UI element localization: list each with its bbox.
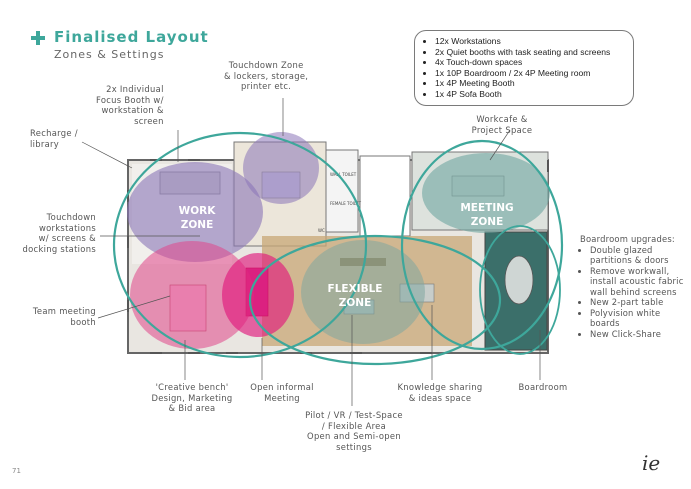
plan-toilet-block — [325, 149, 359, 233]
upgrade-item: Double glazed partitions & doors — [590, 245, 688, 266]
summary-item: 12x Workstations — [435, 36, 625, 47]
plan-label-female-toilet: FEMALE TOILET — [330, 201, 362, 206]
plan-label-wc: WC — [318, 228, 325, 233]
summary-item: 1x 4P Meeting Booth — [435, 78, 625, 89]
plan-stair — [359, 155, 411, 237]
callout-boardroom: Boardroom — [518, 382, 568, 392]
callout-focus-booth: 2x Individual Focus Booth w/ workstation… — [96, 84, 164, 126]
callout-team-meeting: Team meeting booth — [32, 306, 96, 327]
open-meeting-zone — [222, 253, 294, 337]
plan-label-wall-toilet: WALL TOILET — [330, 172, 357, 177]
page-subtitle: Zones & Settings — [54, 48, 165, 61]
upgrade-item: New Click-Share — [590, 329, 688, 340]
callout-open-informal: Open informal Meeting — [250, 382, 314, 403]
callout-pilot: Pilot / VR / Test-Space / Flexible Area … — [305, 410, 403, 452]
flexible-zone-title-2: ZONE — [339, 297, 372, 309]
plus-icon — [30, 30, 46, 46]
upgrade-item: New 2-part table — [590, 297, 688, 308]
summary-item: 1x 4P Sofa Booth — [435, 89, 625, 100]
summary-box: 12x Workstations 2x Quiet booths with ta… — [414, 30, 634, 106]
upgrade-item: Remove workwall, install acoustic fabric… — [590, 266, 688, 298]
leader-lines — [81, 98, 541, 406]
boardroom-upgrades: Boardroom upgrades: Double glazed partit… — [580, 234, 688, 339]
boardroom-outline — [479, 225, 561, 355]
callout-touchdown-zone: Touchdown Zone & lockers, storage, print… — [224, 60, 309, 91]
callout-creative-bench: 'Creative bench' Design, Marketing & Bid… — [151, 382, 233, 413]
logo-text: ie — [642, 452, 660, 474]
summary-item: 1x 10P Boardroom / 2x 4P Meeting room — [435, 68, 625, 79]
upgrade-item: Polyvision white boards — [590, 308, 688, 329]
boardroom-upgrades-heading: Boardroom upgrades: — [580, 234, 675, 244]
flexible-zone-outline — [248, 234, 502, 366]
flexible-zone-title-1: FLEXIBLE — [328, 283, 383, 295]
callout-touchdown-workstations: Touchdown workstations w/ screens & dock… — [22, 212, 96, 254]
ie-logo: ie — [642, 452, 660, 474]
meeting-zone-title-2: ZONE — [471, 216, 504, 228]
zones — [112, 131, 564, 366]
meeting-zone — [422, 153, 550, 233]
work-zone-title-2: ZONE — [181, 219, 214, 231]
work-zone — [127, 162, 263, 262]
summary-item: 2x Quiet booths with task seating and sc… — [435, 47, 625, 58]
creative-zone — [130, 241, 254, 349]
callout-recharge: Recharge / library — [30, 128, 78, 149]
callout-workcafe: Workcafe & Project Space — [471, 114, 533, 135]
work-zone-title-1: WORK — [179, 205, 217, 217]
work-zone-outline — [112, 131, 368, 359]
touchdown-zone — [243, 132, 319, 204]
boardroom-table — [504, 255, 534, 305]
meeting-zone-outline — [400, 139, 564, 351]
page-title: Finalised Layout — [54, 28, 209, 46]
meeting-zone-title-1: MEETING — [460, 202, 513, 214]
page-number: 71 — [12, 467, 21, 475]
callout-knowledge: Knowledge sharing & ideas space — [397, 382, 483, 403]
summary-item: 4x Touch-down spaces — [435, 57, 625, 68]
flexible-zone — [301, 240, 425, 344]
